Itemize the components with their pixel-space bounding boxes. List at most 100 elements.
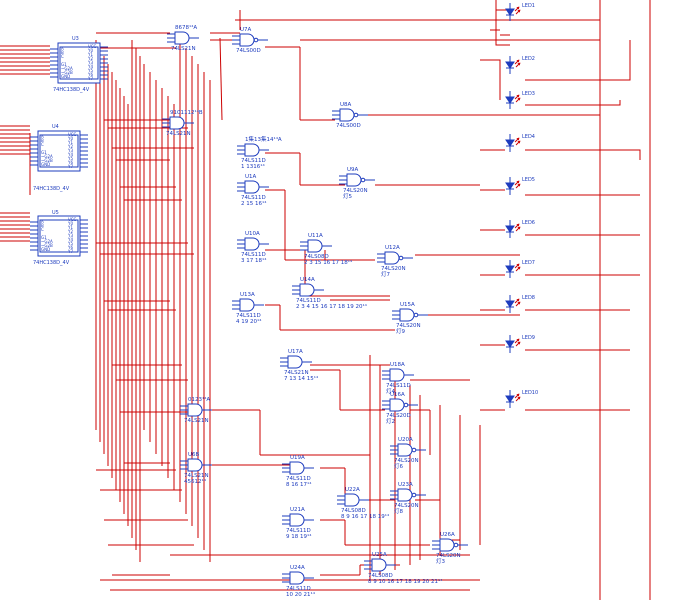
gate-note: 1 1316¹⁴ <box>241 163 265 170</box>
gate-part: 74LS11D <box>296 298 321 304</box>
decoder-part: 74HC138D_4V <box>53 87 90 93</box>
decoder-pin-label: Y4 <box>87 64 93 69</box>
gate-note: 灯7 <box>381 270 391 278</box>
gate-ref: U7A <box>240 27 252 33</box>
gate-ref: U8A <box>340 102 352 108</box>
wire <box>480 59 501 100</box>
gate-part: 74LS21N <box>171 46 196 52</box>
decoder-part: 74HC138D_4V <box>33 260 70 266</box>
decoder-chip: U374HC138D_4VABCG1~G2A~G2BGNDVCCY0Y1Y2Y3… <box>50 36 108 93</box>
decoder-pin-label: ~G2A <box>41 154 53 159</box>
gate-note: 2 15 16¹⁴ <box>241 200 267 207</box>
gate-part: 74LS11D <box>386 383 411 389</box>
decoder-pin-label: Y7 <box>67 164 73 169</box>
gate-ref: U21A <box>290 507 305 513</box>
gate-note: 4 19 20¹⁴ <box>236 318 262 325</box>
gate-ref: U15A <box>400 302 415 308</box>
gate-note: 灯8 <box>394 507 404 515</box>
decoder-ref: U4 <box>52 124 59 130</box>
decoder-pin-label: G1 <box>41 150 47 155</box>
gate-note: 灯3 <box>436 557 446 565</box>
gate-ref: 8678¹⁴A <box>175 24 197 31</box>
gate-ref: U9A <box>347 167 359 173</box>
led-diode: LED4 <box>505 134 535 152</box>
decoder-ref: U5 <box>52 210 59 216</box>
gate-part: 74LS21N <box>166 131 191 137</box>
led-diode: LED10 <box>505 390 538 408</box>
decoder-part: 74HC138D_4V <box>33 186 70 192</box>
decoder-pin-label: ~G2B <box>61 70 73 75</box>
gate-part: 74LS08D <box>341 508 366 514</box>
decoder-pin-label: ~G2B <box>41 158 53 163</box>
gate-part: 74LS08D <box>304 254 329 260</box>
decoder-pin-label: VCC <box>68 132 77 137</box>
gate-ref: U26A <box>440 532 455 538</box>
gate-note: 8 9 16 17 18 19¹⁴ <box>341 513 390 520</box>
led-diode: LED7 <box>505 260 535 278</box>
led-diode: LED5 <box>505 177 535 195</box>
decoder-pin-label: Y6 <box>67 245 73 250</box>
decoder-chip: U574HC138D_4VABCG1~G2A~G2BGNDVCCY0Y1Y2Y3… <box>30 210 88 266</box>
gate-note: 灯6 <box>394 462 404 470</box>
decoder-pin-label: Y5 <box>67 156 73 161</box>
led-diode: LED6 <box>505 220 535 238</box>
led-diode: LED8 <box>505 295 535 313</box>
decoder-pin-label: Y4 <box>67 152 73 157</box>
logic-gate: 0123¹⁴A 74LS21N <box>180 396 212 424</box>
gate-note: 10 20 21¹⁴ <box>286 591 316 598</box>
gate-ref: U10A <box>245 231 260 237</box>
decoder-pin-label: Y5 <box>67 241 73 246</box>
gate-part: 74LS11D <box>286 586 311 592</box>
gate-note: 灯4 <box>386 387 396 395</box>
decoder-pin-label: Y0 <box>67 221 73 226</box>
gate-part: 74LS00D <box>236 48 261 54</box>
gate-ref: U19A <box>290 455 305 461</box>
led-diode: LED1 <box>505 3 535 21</box>
gate-ref: 0123¹⁴A <box>188 396 210 403</box>
decoder-pin-label: Y3 <box>67 148 73 153</box>
decoder-pin-label: ~G2A <box>41 239 53 244</box>
gate-note: 45612¹⁴ <box>184 478 207 485</box>
decoder-pin-label: ~G2B <box>41 243 53 248</box>
decoder-pin-label: GND <box>41 162 50 167</box>
decoder-pin-label: Y0 <box>87 48 93 53</box>
decoder-pin-label: VCC <box>88 44 97 49</box>
wire <box>525 100 621 106</box>
decoder-pin-label: Y0 <box>67 136 73 141</box>
gate-note: 8 16 17¹⁴ <box>286 481 312 488</box>
gate-note: 2 3 15 16 17 18¹⁴ <box>304 259 353 266</box>
gate-part: 74LS21N <box>284 370 309 376</box>
gate-ref: U23A <box>398 482 413 488</box>
decoder-layer: U374HC138D_4VABCG1~G2A~G2BGNDVCCY0Y1Y2Y3… <box>30 36 108 266</box>
decoder-ref: U3 <box>72 36 79 42</box>
gate-part: 74LS11D <box>236 313 261 319</box>
led-layer: LED1LED2LED3LED4LED5LED6LED7LED8LED9LED1… <box>505 3 538 408</box>
gate-part: 74LS20D <box>386 413 411 419</box>
gate-ref: U14A <box>300 277 315 283</box>
decoder-pin-label: A <box>41 219 44 224</box>
gate-part: 74LS21N <box>184 418 209 424</box>
led-label: LED5 <box>522 177 535 183</box>
gate-ref: U25A <box>372 552 387 558</box>
decoder-pin-label: Y5 <box>87 68 93 73</box>
decoder-pin-label: Y7 <box>87 76 93 81</box>
decoder-pin-label: Y4 <box>67 237 73 242</box>
decoder-pin-label: B <box>41 223 44 228</box>
led-label: LED2 <box>522 56 535 62</box>
gate-ref: U24A <box>290 565 305 571</box>
logic-gate: U7A 74LS00D <box>232 27 268 54</box>
